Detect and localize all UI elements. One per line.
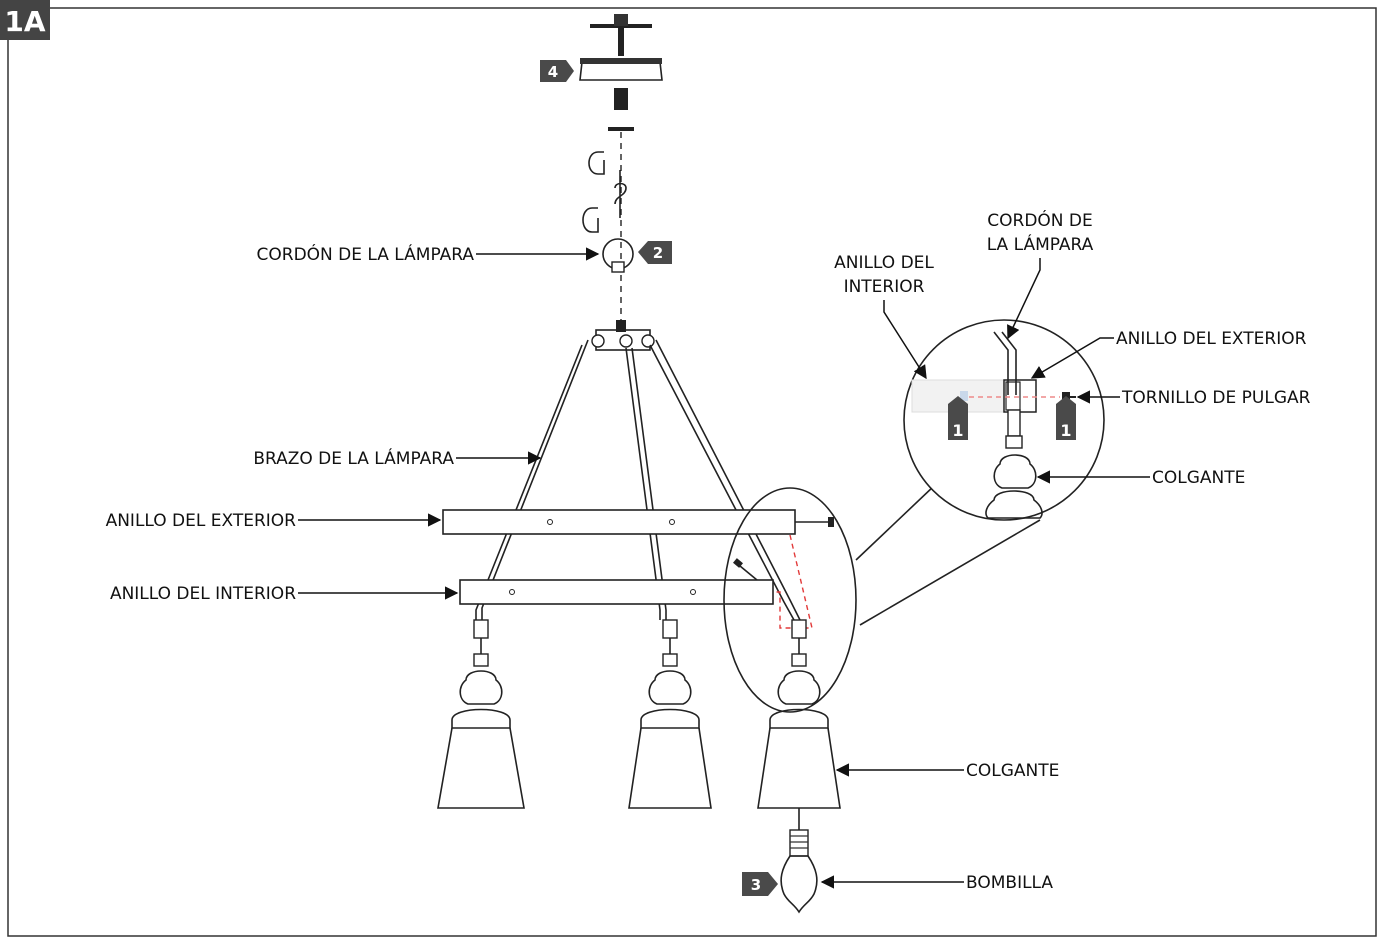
detail-badge-right: 1 <box>1056 396 1076 440</box>
detail-badge-left-number: 1 <box>952 421 963 440</box>
figure-id: 1A <box>4 5 45 38</box>
canopy-badge: 4 <box>540 60 574 82</box>
detail-badge-left: 1 <box>948 396 968 440</box>
detail-highlight-ellipse <box>723 487 857 713</box>
label-detail-inner-line2: INTERIOR <box>844 277 925 297</box>
label-detail-pendant: COLGANTE <box>1152 468 1245 488</box>
light-bulb <box>780 808 818 914</box>
assembly-guide <box>775 534 813 629</box>
label-bulb: BOMBILLA <box>966 873 1053 893</box>
pendant-left <box>437 619 525 809</box>
canopy-assembly <box>579 14 663 131</box>
outer-ring <box>442 509 834 535</box>
loop-badge: 2 <box>638 241 672 264</box>
loop-badge-number: 2 <box>653 244 663 262</box>
lamp-arms <box>475 339 801 621</box>
pendant-right <box>757 619 841 809</box>
label-outer-ring: ANILLO DEL EXTERIOR <box>106 511 297 531</box>
label-detail-inner-line1: ANILLO DEL <box>834 253 934 273</box>
label-detail-cord-line1: CORDÓN DE <box>987 209 1093 231</box>
pendant-middle <box>628 619 712 809</box>
label-detail-cord-line2: LA LÁMPARA <box>987 233 1094 255</box>
bulb-badge: 3 <box>742 872 778 896</box>
bulb-badge-number: 3 <box>751 876 761 894</box>
inner-ring <box>459 558 774 605</box>
figure-frame <box>7 7 1377 937</box>
canopy-badge-number: 4 <box>548 63 558 81</box>
label-arm: BRAZO DE LA LÁMPARA <box>253 447 454 469</box>
detail-connector-bottom <box>859 519 1041 626</box>
detail-badge-right-number: 1 <box>1060 421 1071 440</box>
hanging-loop <box>602 238 634 273</box>
leaders <box>298 247 1150 889</box>
center-hub <box>591 320 655 351</box>
label-pendant: COLGANTE <box>966 761 1059 781</box>
s-hooks <box>582 151 627 233</box>
label-detail-thumbscrew: TORNILLO DE PULGAR <box>1121 388 1311 408</box>
label-detail-outer-ring: ANILLO DEL EXTERIOR <box>1116 329 1307 349</box>
detail-connector-top <box>855 484 936 561</box>
label-cord-main: CORDÓN DE LA LÁMPARA <box>257 243 475 265</box>
label-inner-ring: ANILLO DEL INTERIOR <box>110 584 296 604</box>
figure-id-badge: 1A <box>0 0 50 40</box>
